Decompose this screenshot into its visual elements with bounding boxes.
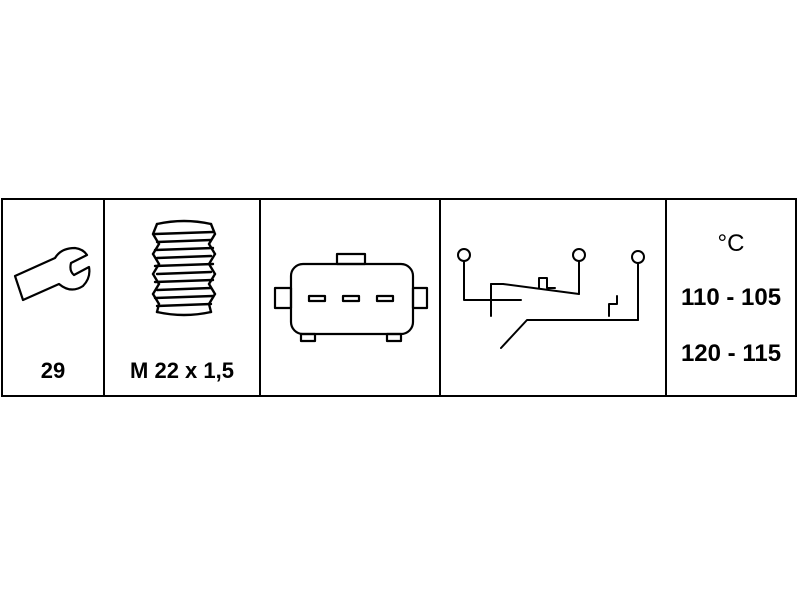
- switch-schematic-cell: [441, 200, 667, 395]
- thread-size-label: M 22 x 1,5: [130, 358, 234, 383]
- temperature-range-1: 110 - 105: [680, 284, 782, 311]
- connector-icon: [273, 252, 429, 343]
- thread-size-cell: M 22 x 1,5: [105, 200, 261, 395]
- wrench-size-label: 29: [40, 358, 66, 383]
- temperature-cell: °C 110 - 105 120 - 115: [667, 200, 795, 395]
- wrench-size-cell: 29: [3, 200, 105, 395]
- wrench-icon: [13, 246, 91, 302]
- temperature-unit: °C: [717, 230, 745, 257]
- switch-schematic-icon: [457, 248, 645, 349]
- connector-cell: [261, 200, 441, 395]
- spec-strip: 29 M 22 x 1,5: [1, 198, 797, 397]
- temperature-range-2: 120 - 115: [680, 340, 782, 367]
- thread-icon: [151, 219, 217, 317]
